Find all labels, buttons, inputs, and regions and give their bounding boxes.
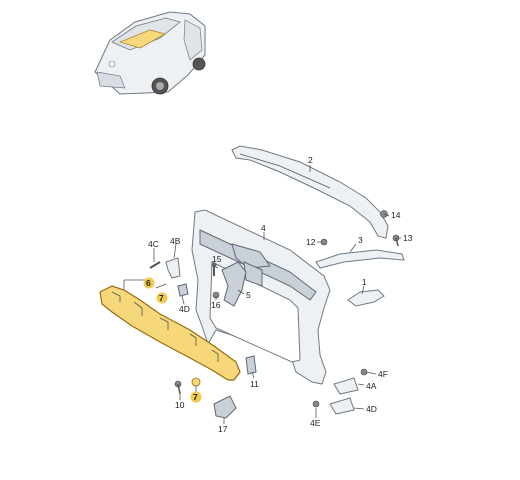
callout-16: 16: [211, 300, 221, 310]
callout-4b: 4B: [170, 236, 181, 246]
callout-4c: 4C: [148, 239, 159, 249]
part-6-bumper-absorber-highlighted: [99, 285, 241, 381]
small-hardware: [149, 210, 400, 419]
callout-6-highlight: [143, 277, 155, 289]
callout-1: 1: [362, 277, 367, 287]
vehicle-thumbnail: [94, 11, 206, 95]
callout-labels: 2 14 4 3 12 13 1 5 15 4C 4B 6 7 4D 16 11…: [143, 155, 413, 434]
callout-4f: 4F: [378, 369, 388, 379]
callout-4d-right: 4D: [366, 404, 377, 414]
callout-17: 17: [218, 424, 228, 434]
callout-4e: 4E: [310, 418, 321, 428]
callout-7-bottom: 7: [193, 392, 198, 402]
part-5-lock-bracket: [221, 261, 247, 307]
callout-13: 13: [403, 233, 413, 243]
callout-6: 6: [146, 278, 151, 288]
callout-4: 4: [261, 223, 266, 233]
callout-7-bottom-highlight: [190, 391, 202, 403]
callout-12: 12: [306, 237, 316, 247]
part-3-strut: [315, 249, 405, 269]
callout-2: 2: [308, 155, 313, 165]
part-2-upper-cross-member: [231, 145, 389, 239]
callout-4d-left: 4D: [179, 304, 190, 314]
callout-7-top: 7: [159, 293, 164, 303]
callout-14: 14: [391, 210, 401, 220]
callout-3: 3: [358, 235, 363, 245]
leader-lines: [123, 165, 401, 424]
callout-5: 5: [246, 290, 251, 300]
callout-10: 10: [175, 400, 185, 410]
callout-4a: 4A: [366, 381, 377, 391]
callout-11: 11: [250, 379, 259, 389]
callout-7-top-highlight: [156, 292, 168, 304]
callout-15: 15: [212, 254, 222, 264]
part-1-bracket: [347, 289, 385, 307]
